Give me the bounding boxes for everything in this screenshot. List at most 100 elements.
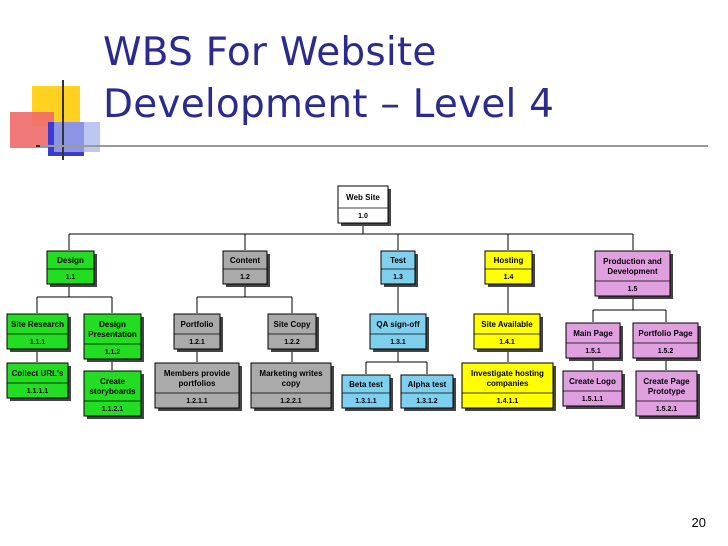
wbs-box-content: Content 1.2	[222, 250, 270, 287]
box-label: Investigate hosting	[471, 369, 544, 378]
box-body	[6, 313, 69, 350]
box-body	[594, 250, 671, 297]
box-code: 1.4.1.1	[497, 398, 519, 405]
box-label: portfolios	[179, 379, 216, 388]
wbs-box-web-site: Web Site 1.0	[337, 185, 391, 226]
box-label: Members provide	[164, 369, 231, 378]
decor-vertical-line	[62, 80, 64, 160]
box-label: QA sign-off	[376, 320, 420, 329]
wbs-box-qa-sign-off: QA sign-off 1.3.1	[369, 313, 429, 352]
box-code: 1.3	[393, 274, 403, 281]
box-code: 1.5.2	[658, 348, 674, 355]
box-label: Presentation	[88, 330, 137, 339]
box-code: 1.4	[504, 274, 514, 281]
box-label: Design	[57, 256, 84, 265]
box-label: Alpha test	[408, 380, 447, 389]
box-label: copy	[282, 379, 301, 388]
box-code: 1.1.2.1	[102, 406, 124, 413]
box-code: 1.3.1.1	[355, 398, 377, 405]
box-label: Site Available	[481, 320, 533, 329]
box-body	[267, 313, 317, 350]
box-label: Design	[99, 320, 126, 329]
box-body	[400, 374, 454, 409]
box-label: Content	[230, 256, 261, 265]
wbs-box-alpha-test: Alpha test 1.3.1.2	[400, 374, 456, 411]
slide-title-line-1: WBS For Website	[103, 30, 437, 75]
box-code: 1.1	[66, 274, 76, 281]
wbs-box-portfolio-page: Portfolio Page 1.5.2	[632, 322, 701, 361]
box-body	[83, 313, 142, 360]
slide-number: 20	[691, 515, 706, 530]
box-body	[632, 322, 699, 359]
slide-title-line-2: Development – Level 4	[103, 82, 555, 127]
wbs-box-beta-test: Beta test 1.3.1.1	[341, 374, 393, 411]
box-body	[565, 322, 621, 359]
box-label: Portfolio Page	[638, 329, 693, 338]
box-label: Site Research	[11, 320, 64, 329]
box-label: Create Logo	[569, 377, 616, 386]
box-code: 1.2.1.1	[186, 398, 208, 405]
box-code: 1.0	[358, 213, 368, 220]
box-code: 1.1.1	[30, 339, 46, 346]
wbs-box-design: Design 1.1	[46, 250, 97, 287]
box-code: 1.3.1.2	[416, 398, 438, 405]
box-body	[369, 313, 427, 350]
box-body	[222, 250, 268, 285]
box-code: 1.5.1	[585, 348, 601, 355]
box-body	[154, 362, 240, 409]
box-label: Marketing writes	[259, 369, 323, 378]
box-label: Site Copy	[274, 320, 311, 329]
box-code: 1.2.2.1	[280, 398, 302, 405]
wbs-box-create-logo: Create Logo 1.5.1.1	[562, 370, 625, 409]
box-code: 1.3.1	[390, 339, 406, 346]
box-body	[380, 250, 416, 285]
box-body	[337, 185, 389, 224]
connectors	[36, 224, 667, 374]
box-body	[46, 250, 95, 285]
box-code: 1.5.2.1	[656, 406, 678, 413]
box-body	[173, 313, 221, 350]
wbs-box-site-copy: Site Copy 1.2.2	[267, 313, 319, 352]
box-label: Collect URL's	[12, 369, 64, 378]
box-body	[83, 370, 142, 417]
box-code: 1.4.1	[499, 339, 515, 346]
wbs-box-site-research: Site Research 1.1.1	[6, 313, 71, 352]
box-code: 1.1.1.1	[27, 388, 49, 395]
box-label: companies	[487, 379, 529, 388]
box-code: 1.5	[628, 286, 638, 293]
slide-title: WBS For Website Development – Level 4	[103, 27, 554, 131]
box-body	[461, 362, 554, 409]
box-body	[6, 362, 69, 399]
wbs-box-site-available: Site Available 1.4.1	[473, 313, 543, 352]
decor-square-lightblue	[54, 122, 100, 152]
box-body	[484, 250, 533, 285]
box-code: 1.2.2	[284, 339, 300, 346]
box-label: Production and	[603, 257, 662, 266]
box-label: Test	[390, 256, 406, 265]
wbs-box-test: Test 1.3	[380, 250, 418, 287]
box-label: Prototype	[648, 387, 686, 396]
box-code: 1.5.1.1	[582, 396, 604, 403]
box-label: Create	[100, 377, 125, 386]
box-body	[250, 362, 332, 409]
box-code: 1.2	[240, 274, 250, 281]
box-label: Development	[607, 267, 658, 276]
box-code: 1.2.1	[189, 339, 205, 346]
box-label: storyboards	[89, 387, 136, 396]
wbs-box-collect-urls: Collect URL's 1.1.1.1	[6, 362, 71, 401]
box-label: Beta test	[349, 380, 383, 389]
decor-square-red	[10, 112, 54, 148]
box-body	[635, 370, 698, 417]
box-label: Web Site	[346, 193, 380, 202]
